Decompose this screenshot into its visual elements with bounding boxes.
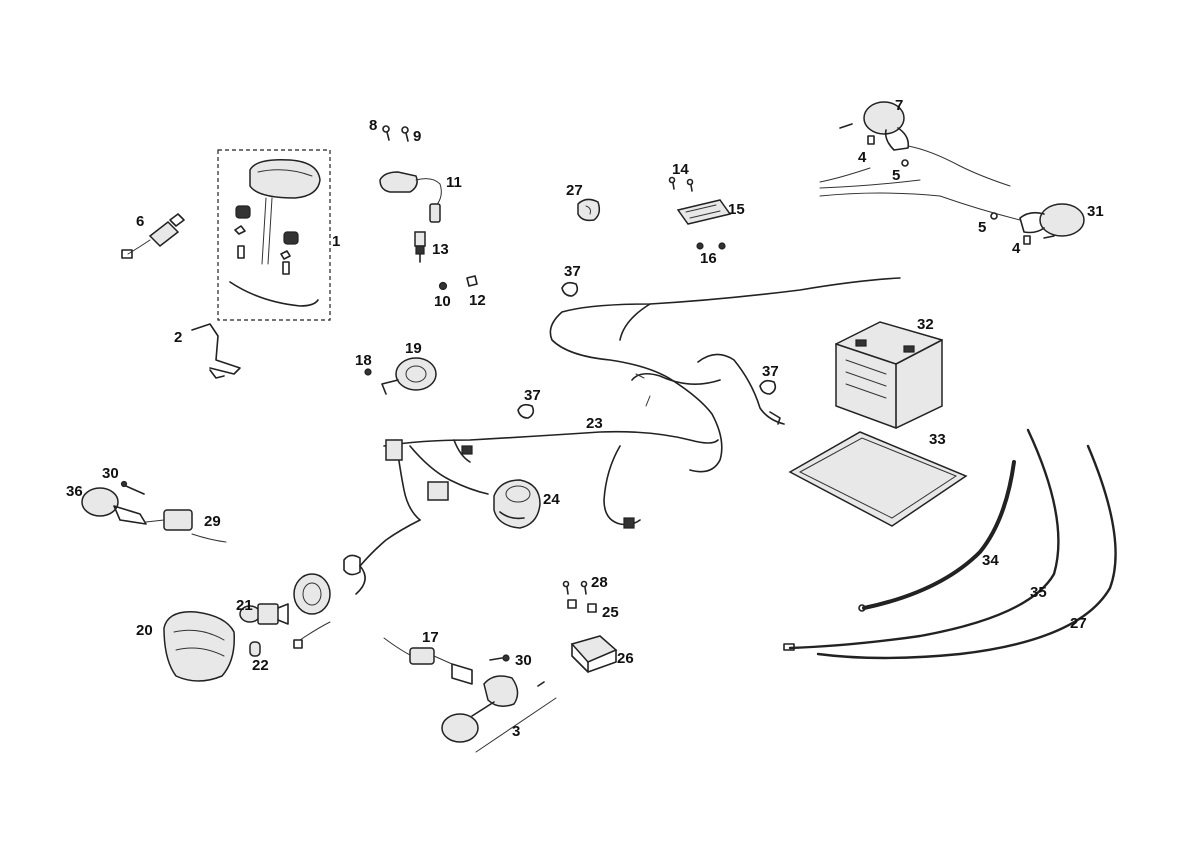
- callout-36: 36: [66, 483, 83, 500]
- part-6-switch: [121, 213, 185, 259]
- callout-37: 37: [524, 387, 541, 404]
- parts-25-28-fasteners: [562, 580, 597, 613]
- part-27-clip: [577, 198, 601, 222]
- part-21-bulb: [239, 603, 289, 625]
- callout-37: 37: [762, 363, 779, 380]
- callout-13: 13: [432, 241, 449, 258]
- part-1-instrument-cluster: [217, 149, 331, 321]
- callout-20: 20: [136, 622, 153, 639]
- part-23-wiring-harness: [359, 277, 901, 567]
- headlamp-socket: [293, 554, 366, 649]
- part-20-headlamp: [163, 611, 235, 682]
- callout-9: 9: [413, 128, 421, 145]
- callout-15: 15: [728, 201, 745, 218]
- callout-10: 10: [434, 293, 451, 310]
- callout-2: 2: [174, 329, 182, 346]
- part-34-cable: [858, 460, 1016, 612]
- callout-6: 6: [136, 213, 144, 230]
- part-29-connector: [145, 509, 227, 543]
- callout-30: 30: [102, 465, 119, 482]
- callout-32: 32: [917, 316, 934, 333]
- part-13-spark-plug: [414, 231, 426, 263]
- part-15-regulator: [668, 176, 732, 250]
- callout-22: 22: [252, 657, 269, 674]
- callout-31: 31: [1087, 203, 1104, 220]
- callout-24: 24: [543, 491, 560, 508]
- part-7-rear-indicator: [819, 101, 1011, 187]
- callout-14: 14: [672, 161, 689, 178]
- part-17-connector: [383, 637, 453, 665]
- part-3-front-indicator: [441, 654, 557, 753]
- part-36-front-indicator: [81, 480, 147, 525]
- part-22-bulb: [249, 641, 261, 657]
- callout-8: 8: [369, 117, 377, 134]
- callout-27: 27: [566, 182, 583, 199]
- callout-34: 34: [982, 552, 999, 569]
- callout-7: 7: [895, 97, 903, 114]
- callout-18: 18: [355, 352, 372, 369]
- callout-30: 30: [515, 652, 532, 669]
- part-35-cable: [783, 428, 1060, 651]
- callout-4: 4: [858, 149, 867, 166]
- part-37-clips: [517, 281, 777, 419]
- callout-11: 11: [446, 174, 462, 191]
- part-27-cable: [816, 444, 1117, 660]
- callout-4: 4: [1012, 240, 1021, 257]
- parts-8-9-screws: [382, 125, 409, 142]
- callout-16: 16: [700, 250, 717, 267]
- callout-17: 17: [422, 629, 439, 646]
- headlamp-ring: [293, 573, 331, 615]
- callout-26: 26: [617, 650, 634, 667]
- callout-25: 25: [602, 604, 619, 621]
- part-24-handlebar-switch: [493, 479, 541, 529]
- callout-5: 5: [892, 167, 900, 184]
- callout-19: 19: [405, 340, 422, 357]
- callout-28: 28: [591, 574, 608, 591]
- part-26-cdi-unit: [570, 635, 618, 673]
- callout-33: 33: [929, 431, 946, 448]
- callout-35: 35: [1030, 584, 1047, 601]
- part-19-horn: [364, 357, 437, 395]
- part-31-rear-indicator: [819, 179, 1085, 245]
- callout-29: 29: [204, 513, 221, 530]
- part-33-battery-mat: [788, 431, 968, 527]
- callout-labels: 1 2 3 4 4 5 5 6 7 8 9 10 11 12 13 14 15 …: [66, 97, 1104, 740]
- part-32-battery: [835, 321, 943, 429]
- part-2-bracket: [191, 323, 241, 379]
- callout-27: 27: [1070, 615, 1087, 632]
- callout-3: 3: [512, 723, 520, 740]
- callout-5: 5: [978, 219, 986, 236]
- parts-10-12-fasteners: [438, 275, 478, 291]
- callout-1: 1: [332, 233, 340, 250]
- callout-37: 37: [564, 263, 581, 280]
- callout-21: 21: [236, 597, 253, 614]
- callout-23: 23: [586, 415, 603, 432]
- callout-12: 12: [469, 292, 486, 309]
- part-11-ignition-coil: [379, 171, 442, 223]
